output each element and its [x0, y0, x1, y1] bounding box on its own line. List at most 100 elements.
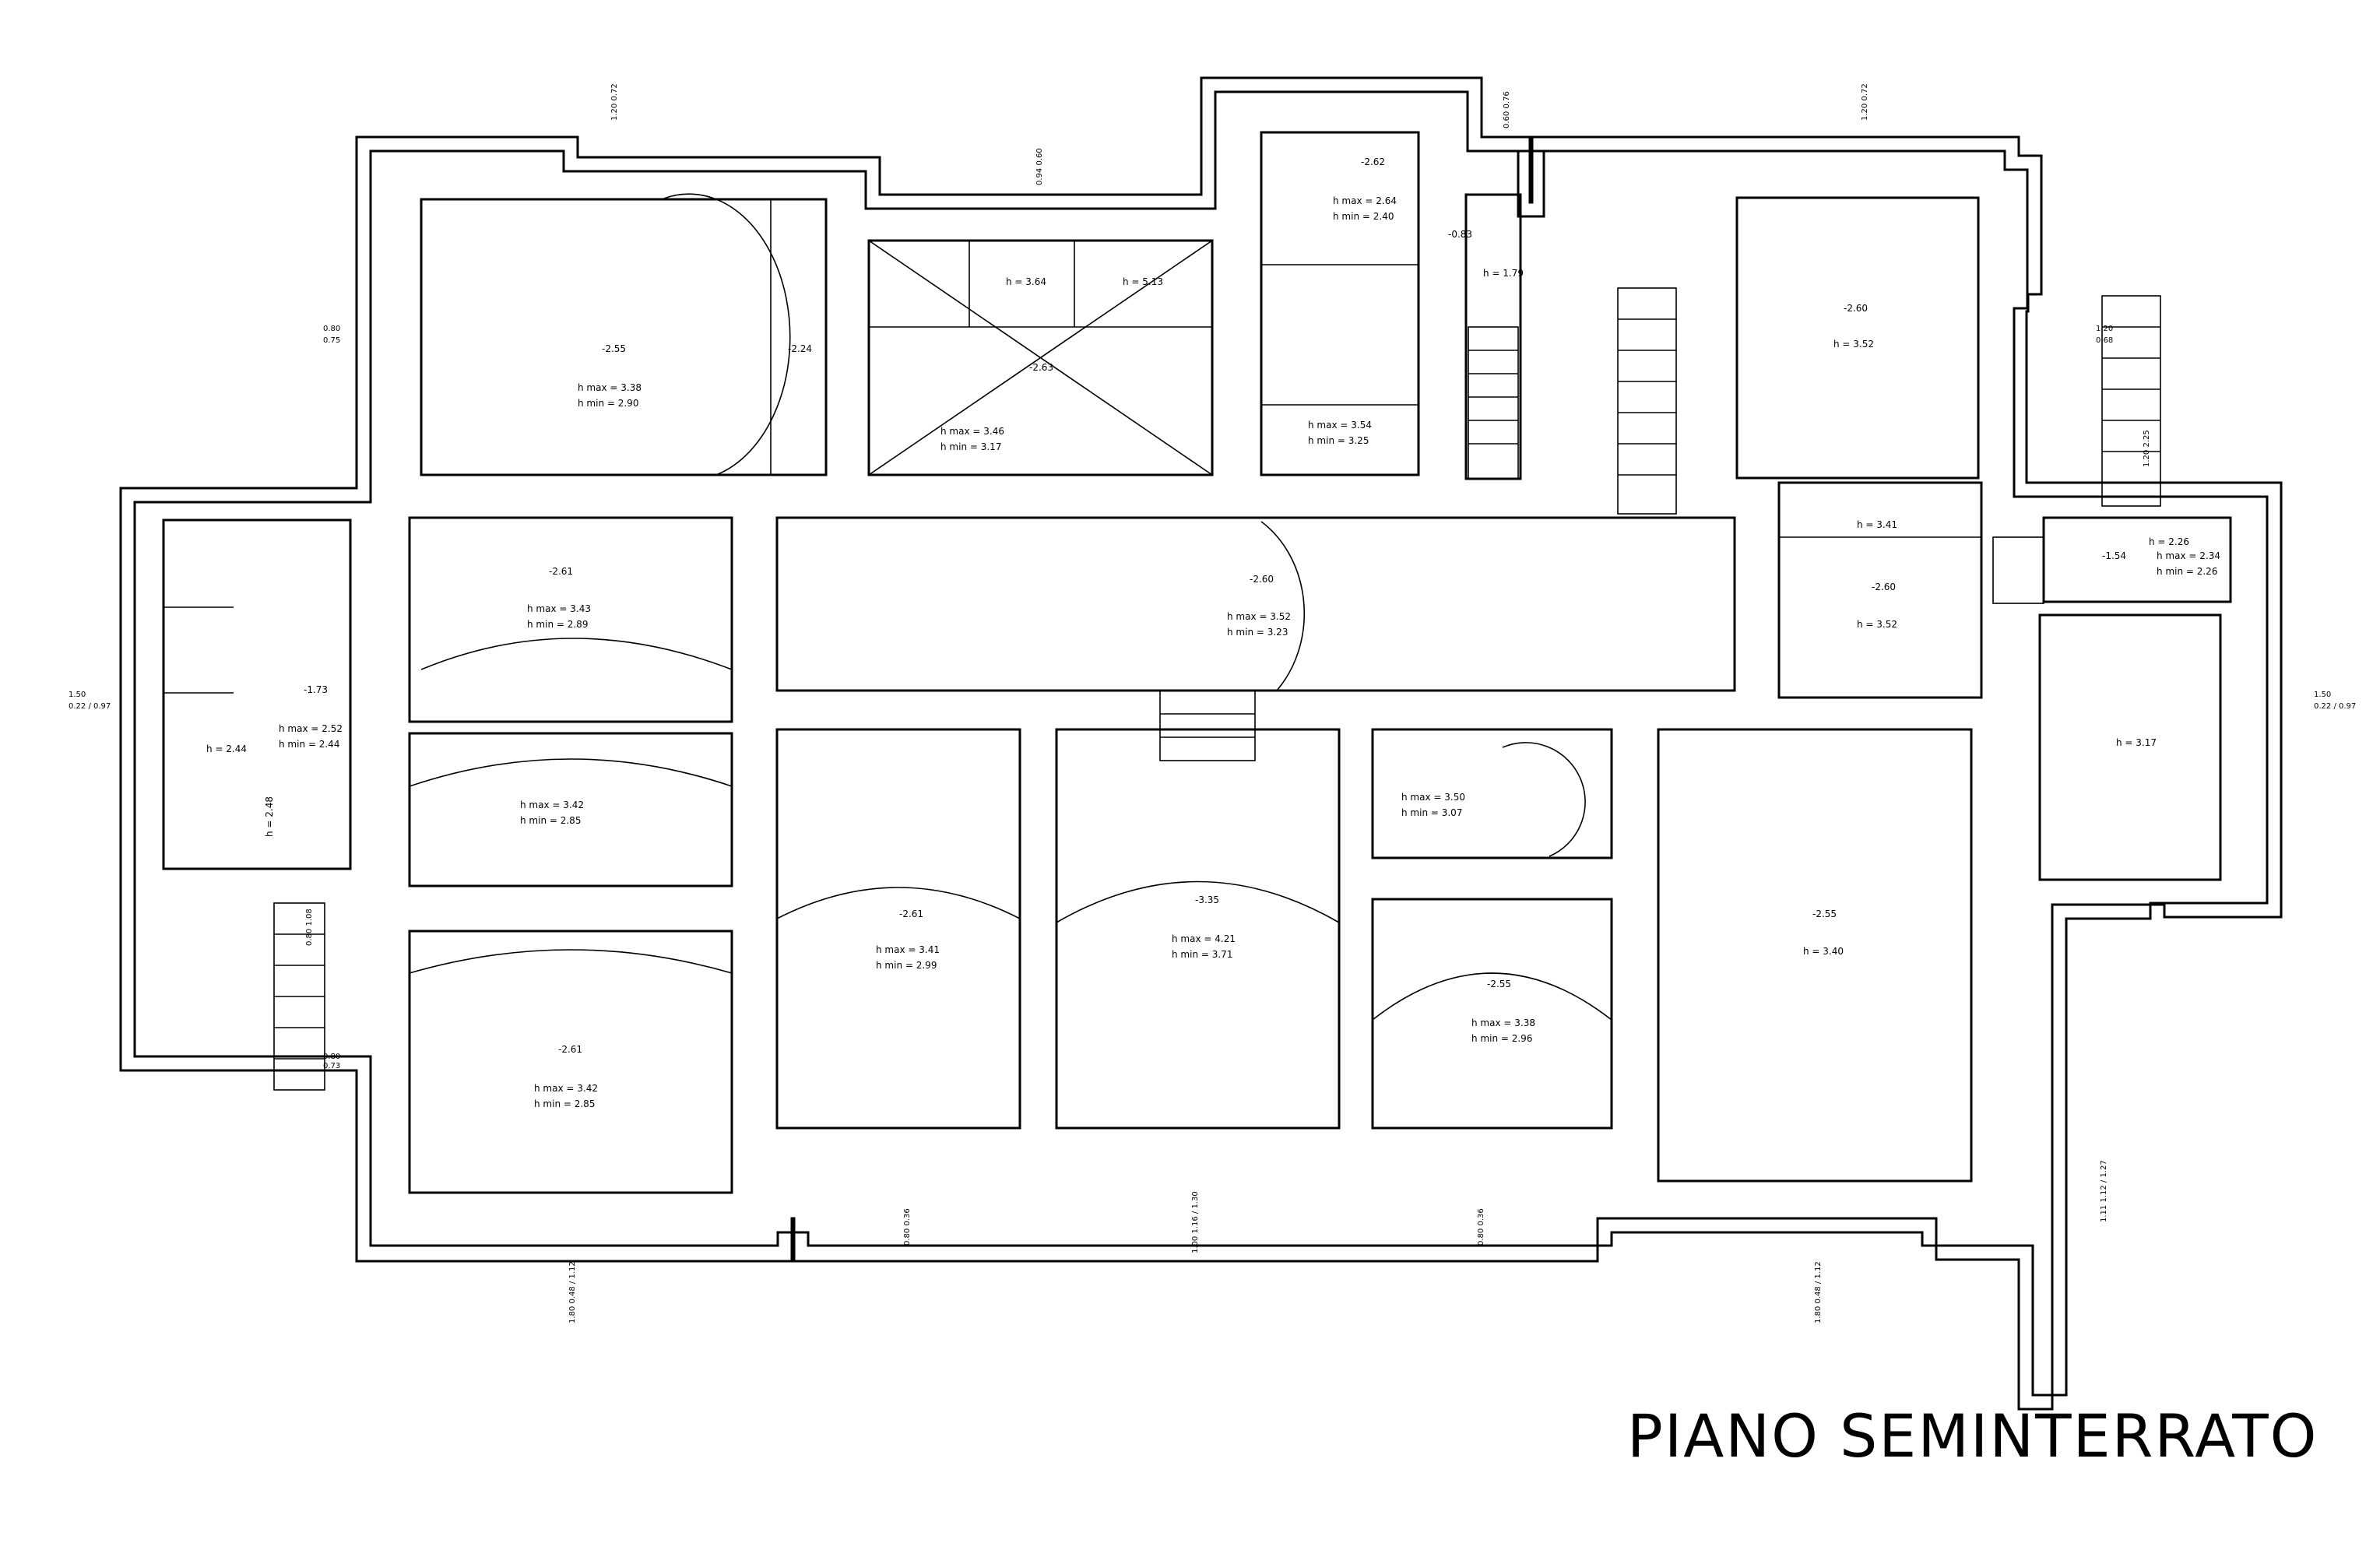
room-r6-level: -2.61 — [549, 566, 573, 577]
room-r6-hmin: h min = 2.89 — [527, 619, 588, 630]
room-r16 — [2038, 613, 2222, 881]
door-swings — [409, 193, 1612, 1021]
room-r14 — [1371, 728, 1613, 859]
room-r8 — [1777, 481, 1983, 699]
room-r12-hmax: h max = 3.41 — [876, 944, 940, 955]
room-r3-level: -2.62 — [1361, 156, 1385, 167]
room-r13-hmin: h min = 3.71 — [1172, 949, 1232, 960]
room-r1-level: -2.55 — [602, 343, 626, 354]
room-r5-h: h = 3.52 — [1833, 339, 1874, 350]
room-r2 — [867, 239, 1214, 476]
window-w7-label: 1.50 — [69, 691, 86, 699]
room-r15 — [1657, 728, 1973, 1183]
room-r16-h: h = 3.17 — [2116, 737, 2157, 748]
room-r11 — [408, 732, 733, 887]
room-r3-hmin: h min = 2.40 — [1333, 211, 1394, 222]
room-r14-hmin: h min = 3.07 — [1401, 807, 1462, 818]
window-w7-sub: 0.22 / 0.97 — [69, 702, 111, 711]
window-labels: 1.20 0.72 0.94 0.60 0.60 0.76 1.20 0.72 … — [69, 83, 2356, 1323]
room-r2-top1: h = 3.64 — [1006, 276, 1046, 287]
window-w4-label: 1.20 0.72 — [1861, 83, 1869, 121]
room-r8-top: h = 3.41 — [1857, 519, 1897, 530]
room-r12-level: -2.61 — [899, 909, 923, 919]
room-r2-level: -2.63 — [1029, 362, 1053, 373]
room-r8-h: h = 3.52 — [1857, 619, 1897, 630]
room-r12-hmin: h min = 2.99 — [876, 960, 937, 971]
room-r4 — [1464, 193, 1522, 480]
window-w1-label: 1.20 0.72 — [610, 83, 619, 121]
room-r6-hmax: h max = 3.43 — [527, 603, 591, 614]
window-w15-label: 1.11 1.12 / 1.27 — [2100, 1160, 2108, 1222]
window-w3-label: 0.60 0.76 — [1503, 91, 1511, 128]
window-w5-label: 0.80 — [323, 325, 340, 333]
room-r17-level: -2.61 — [558, 1044, 582, 1055]
window-w16-label: 1.80 0.48 / 1.12 — [568, 1261, 577, 1323]
room-r3-hmax: h max = 2.64 — [1333, 195, 1397, 206]
room-r14-hmax: h max = 3.50 — [1401, 792, 1465, 803]
room-r9-side: h = 2.26 — [2149, 536, 2189, 547]
room-r12 — [775, 728, 1021, 1130]
inner-wall — [133, 90, 2269, 1397]
window-w11-sub: 0.73 — [323, 1062, 340, 1070]
room-r13-hmax: h max = 4.21 — [1172, 933, 1236, 944]
room-r1-hmax: h max = 3.38 — [578, 382, 642, 393]
stairs — [273, 287, 2161, 1091]
room-r18-hmax: h max = 3.38 — [1471, 1017, 1535, 1028]
room-r13-level: -3.35 — [1195, 894, 1219, 905]
room-r7-level: -2.60 — [1250, 574, 1274, 585]
room-r11-hmax: h max = 3.42 — [520, 800, 584, 810]
room-r18-level: -2.55 — [1487, 979, 1511, 989]
room-r2-top2: h = 5.13 — [1123, 276, 1163, 287]
room-r9-hmax: h max = 2.34 — [2157, 550, 2220, 561]
window-w9-label: 1.20 2.25 — [2143, 430, 2151, 467]
window-w13-label: 1.00 1.16 / 1.30 — [1191, 1191, 1200, 1253]
room-r3-low-hmin: h min = 3.25 — [1308, 435, 1369, 446]
room-r3 — [1260, 131, 1420, 476]
room-r4-level: -0.83 — [1448, 229, 1472, 240]
window-w5-sub: 0.75 — [323, 336, 340, 345]
window-w17-label: 1.80 0.48 / 1.12 — [1814, 1261, 1823, 1323]
room-r3-low-hmax: h max = 3.54 — [1308, 420, 1372, 431]
room-r17-hmin: h min = 2.85 — [534, 1098, 595, 1109]
room-r1-hmin: h min = 2.90 — [578, 398, 638, 409]
room-r11-hmin: h min = 2.85 — [520, 815, 581, 826]
room-r9-hmin: h min = 2.26 — [2157, 566, 2217, 577]
room-r17 — [408, 930, 733, 1194]
room-r1-extra: -2.24 — [788, 343, 812, 354]
window-w6-label: 1.20 — [2096, 325, 2113, 333]
drawing-title: PIANO SEMINTERRATO — [1627, 1401, 2318, 1471]
room-r10-level: -1.73 — [304, 684, 328, 695]
room-r2-hmax: h max = 3.46 — [940, 426, 1004, 437]
room-r15-h: h = 3.40 — [1803, 946, 1844, 957]
room-r10 — [162, 518, 352, 870]
window-w11-label: 0.80 — [323, 1053, 340, 1061]
window-w2-label: 0.94 0.60 — [1035, 148, 1044, 185]
rooms — [162, 131, 2232, 1194]
window-w6-sub: 0.68 — [2096, 336, 2113, 345]
window-w8-sub: 0.22 / 0.97 — [2314, 702, 2356, 711]
room-r10-side: h = 2.44 — [206, 743, 247, 754]
outer-wall — [119, 76, 2283, 1411]
window-w12-label: 0.80 0.36 — [903, 1208, 912, 1246]
room-r17-hmax: h max = 3.42 — [534, 1083, 598, 1094]
room-r10-vert: h = 2.48 — [264, 796, 275, 837]
room-r7-hmax: h max = 3.52 — [1227, 611, 1291, 622]
room-r4-h: h = 1.79 — [1483, 268, 1524, 279]
room-r6 — [408, 516, 733, 723]
window-w8-label: 1.50 — [2314, 691, 2331, 699]
room-r18-hmin: h min = 2.96 — [1471, 1033, 1532, 1044]
room-r5 — [1735, 196, 1980, 480]
room-r7 — [775, 516, 1736, 692]
window-w10-label: 0.80 1.08 — [305, 909, 314, 946]
room-r10-hmax: h max = 2.52 — [279, 723, 343, 734]
room-r7-hmin: h min = 3.23 — [1227, 627, 1288, 638]
room-labels: -2.55 h max = 3.38 h min = 2.90 -2.24 -2… — [206, 156, 2220, 1109]
room-r15-level: -2.55 — [1812, 909, 1837, 919]
room-r2-hmin: h min = 3.17 — [940, 441, 1001, 452]
room-r18 — [1371, 898, 1613, 1130]
room-r10-hmin: h min = 2.44 — [279, 739, 339, 750]
room-r13 — [1055, 728, 1341, 1130]
window-w14-label: 0.80 0.36 — [1477, 1208, 1485, 1246]
room-r9-level: -1.54 — [2102, 550, 2126, 561]
